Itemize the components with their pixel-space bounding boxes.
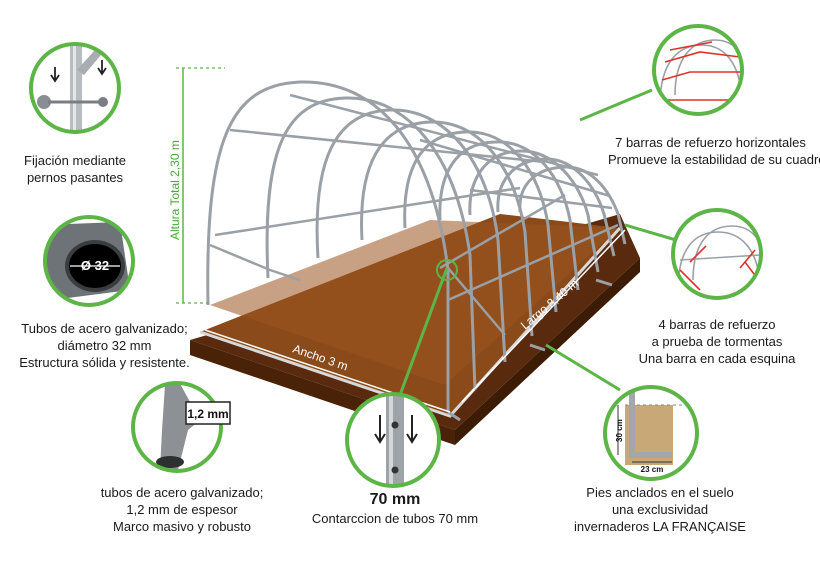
height-dimension: Altura Total 2,30 m xyxy=(168,67,225,304)
connector-title: 70 mm xyxy=(369,491,421,508)
tube-diameter-caption-line: Estructura sólida y resistente. xyxy=(19,355,190,370)
horizontal-bars-detail xyxy=(652,24,744,116)
bolts-caption: Fijación mediante pernos pasantes xyxy=(10,152,140,186)
tube-cross-section-icon xyxy=(43,215,135,307)
corner-bars-detail xyxy=(671,208,763,300)
callout-leaders xyxy=(398,88,677,396)
tube-diameter-caption-line: Tubos de acero galvanizado; xyxy=(21,321,188,336)
diameter-badge: Ø 32 xyxy=(81,258,109,273)
connector-marker xyxy=(436,259,458,281)
corner-bars-caption-line: 4 barras de refuerzo xyxy=(658,317,776,332)
corner-bars-icon xyxy=(671,208,763,300)
anchors-caption-line: una exclusividad xyxy=(611,502,709,517)
corner-bars-caption-line: a prueba de tormentas xyxy=(651,334,783,349)
anchor-width-label: 23 cm xyxy=(641,465,664,474)
thickness-caption-line: Marco masivo y robusto xyxy=(113,519,251,534)
tube-wall-icon xyxy=(131,381,223,473)
bolts-caption-line: Fijación mediante xyxy=(24,153,126,168)
anchors-caption-line: Pies anclados en el suelo xyxy=(586,485,734,500)
tube-diameter-detail: Ø 32 xyxy=(43,215,135,307)
horizontal-bars-caption: 7 barras de refuerzo horizontales Promue… xyxy=(608,134,820,168)
connector-caption-line: Contarccion de tubos 70 mm xyxy=(311,511,479,526)
tube-connector-icon xyxy=(345,392,441,488)
anchors-caption-line: invernaderos LA FRANÇAISE xyxy=(574,519,746,534)
greenhouse-frame xyxy=(206,80,627,422)
connector-detail xyxy=(345,392,441,488)
tube-diameter-caption: Tubos de acero galvanizado; diámetro 32 … xyxy=(2,320,207,371)
bolts-detail xyxy=(29,42,121,134)
horizontal-bars-caption-line: 7 barras de refuerzo horizontales xyxy=(615,135,806,150)
thickness-caption-line: tubos de acero galvanizado; xyxy=(100,485,264,500)
horizontal-bars-icon xyxy=(652,24,744,116)
anchor-depth-label: 30 cm xyxy=(615,419,624,442)
thickness-detail: 1,2 mm xyxy=(131,381,231,473)
anchor-detail: 30 cm 23 cm xyxy=(603,385,699,481)
anchors-caption: Pies anclados en el suelo una exclusivid… xyxy=(560,484,760,535)
ground-anchor-icon xyxy=(603,385,699,481)
corner-bars-caption: 4 barras de refuerzo a prueba de torment… xyxy=(622,316,812,367)
thickness-badge: 1,2 mm xyxy=(187,407,228,421)
bolt-through-tube-icon xyxy=(29,42,121,134)
corner-bars-caption-line: Una barra en cada esquina xyxy=(638,351,796,366)
connector-caption: 70 mm Contarccion de tubos 70 mm xyxy=(300,490,490,527)
height-label: Altura Total 2,30 m xyxy=(168,140,182,240)
tube-diameter-caption-line: diámetro 32 mm xyxy=(57,338,152,353)
thickness-caption-line: 1,2 mm de espesor xyxy=(126,502,238,517)
horizontal-bars-caption-line: Promueve la estabilidad de su cuadro xyxy=(608,152,820,167)
thickness-caption: tubos de acero galvanizado; 1,2 mm de es… xyxy=(82,484,282,535)
bolts-caption-line: pernos pasantes xyxy=(26,170,124,185)
